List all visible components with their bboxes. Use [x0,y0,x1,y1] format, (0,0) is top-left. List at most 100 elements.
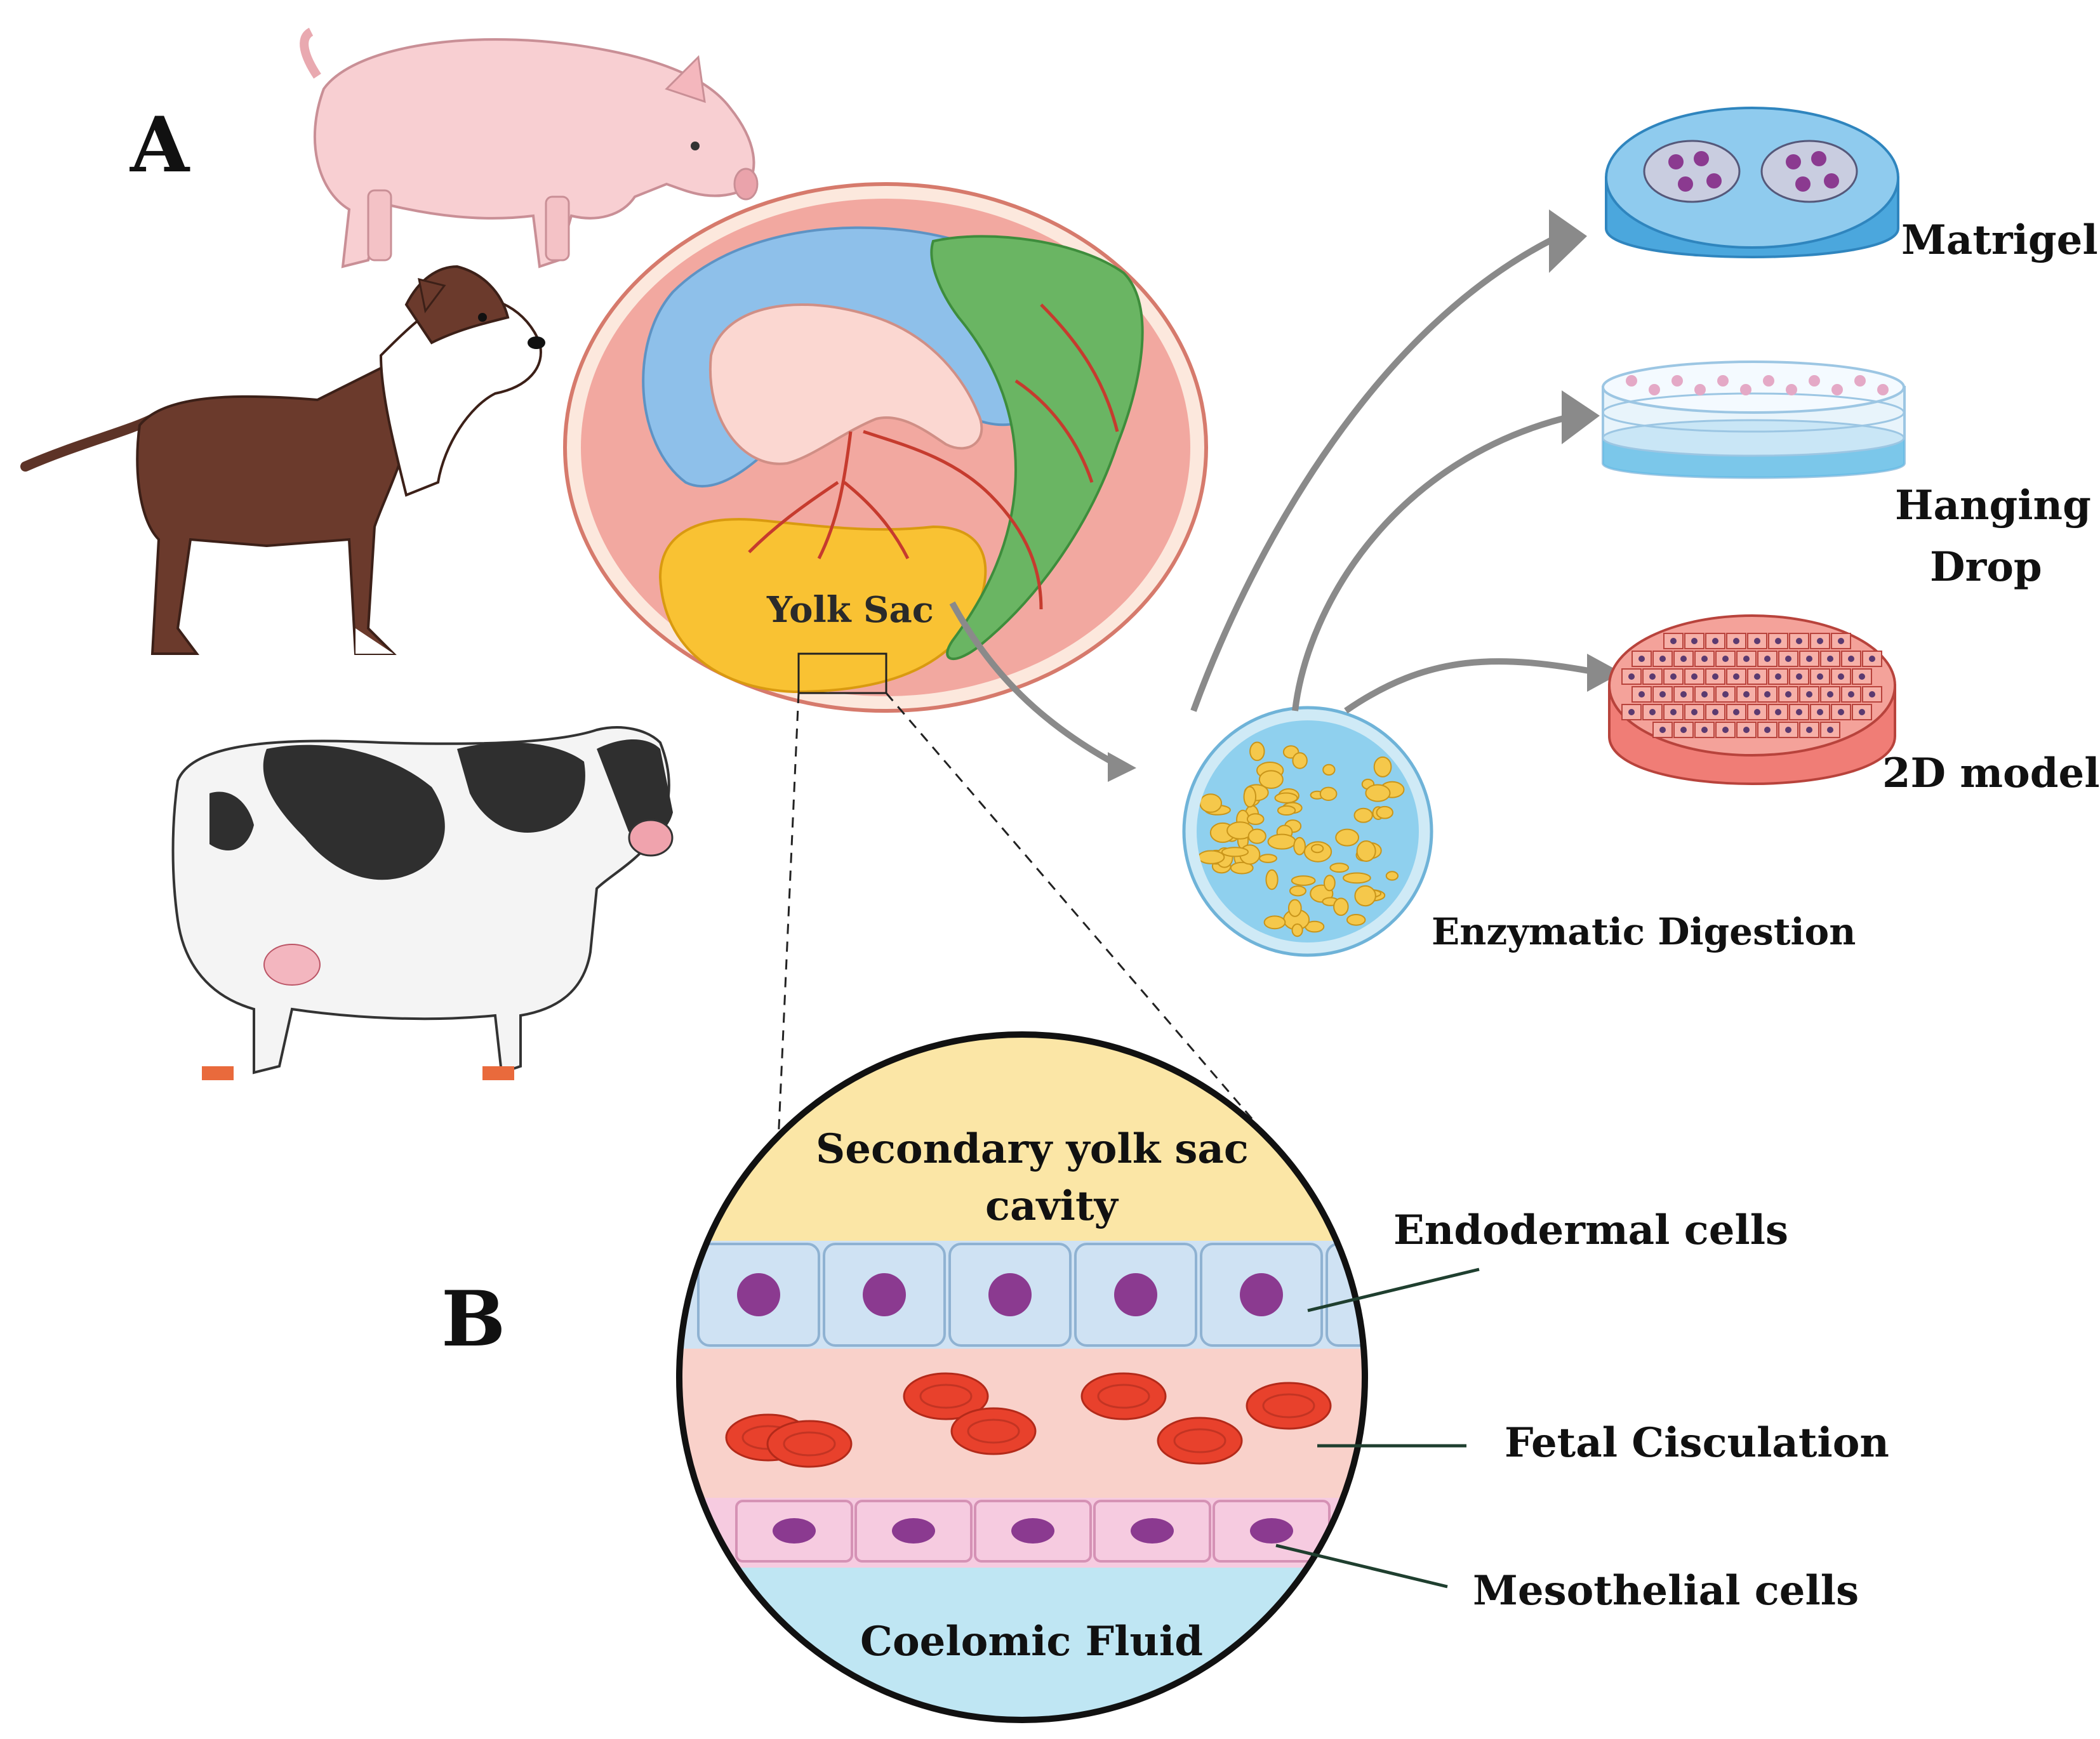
monolayer-nucleus [1838,638,1844,644]
tissue-fragment [1343,872,1371,884]
tissue-fragment [1243,786,1257,808]
monolayer-nucleus [1628,709,1635,715]
panel-label-a: A [130,100,190,190]
monolayer-cell [1631,686,1652,703]
monolayer-nucleus [1764,691,1771,698]
red-blood-cell-rim [1097,1384,1150,1409]
tissue-fragment [1346,914,1366,926]
hanging-drop-label-line2: Drop [1930,543,2042,591]
hanging-drop-label-line1: Hanging [1895,482,2091,529]
monolayer-nucleus [1733,709,1739,715]
tissue-fragment [1197,850,1225,864]
droplet [1763,375,1774,387]
monolayer-nucleus [1722,727,1729,733]
droplet [1649,384,1660,395]
monolayer-nucleus [1712,673,1718,680]
arrow-to-2d-model [1344,658,1600,714]
zoom-region-box [797,652,887,694]
monolayer-nucleus [1743,727,1750,733]
arrowhead-matrigel [1549,209,1587,273]
monolayer-nucleus [1670,709,1677,715]
monolayer-nucleus [1691,709,1698,715]
droplet [1831,384,1843,395]
tissue-fragment [1249,741,1265,762]
endodermal-nucleus [1240,1273,1283,1316]
tissue-fragment [1247,828,1266,844]
tissue-fragment [1310,843,1324,854]
monolayer-nucleus [1670,673,1677,680]
monolayer-nucleus [1806,656,1812,662]
mesothelial-label: Mesothelial cells [1473,1567,1859,1615]
tissue-fragment [1319,786,1338,802]
monolayer-nucleus [1859,673,1865,680]
monolayer-nucleus [1701,691,1708,698]
monolayer-nucleus [1827,691,1833,698]
circulation-label: Fetal Cisculation [1505,1419,1889,1467]
cavity-label-line2: cavity [985,1182,1119,1230]
arrowhead-2d-model [1587,654,1622,692]
monolayer-nucleus [1712,638,1718,644]
monolayer-nucleus [1680,656,1687,662]
monolayer-nucleus [1722,691,1729,698]
cow-illustration [171,726,674,1080]
tissue-fragment [1277,805,1296,816]
monolayer-nucleus [1775,709,1781,715]
monolayer-nucleus [1659,727,1666,733]
2d-model-label: 2D model [1882,750,2100,797]
matrigel-dish [1605,107,1899,258]
monolayer-nucleus [1848,656,1854,662]
organoid-cluster-left [1643,140,1741,203]
red-blood-cell [1080,1372,1167,1420]
monolayer-cell [1673,651,1694,667]
arrow-to-matrigel [1190,232,1564,712]
monolayer-cell [1820,722,1840,738]
arrow-to-digestion [949,601,1119,768]
tissue-fragment [1259,854,1277,863]
monolayer-cell [1736,722,1757,738]
panel-label-b: B [441,1274,505,1364]
monolayer-nucleus [1869,691,1875,698]
tissue-fragment [1356,840,1376,862]
monolayer-nucleus [1796,673,1802,680]
mesothelial-nucleus [1250,1518,1293,1544]
monolayer-nucleus [1691,673,1698,680]
monolayer-nucleus [1638,656,1645,662]
yolk-sac-label: Yolk Sac [766,589,934,631]
tissue-fragment [1365,784,1391,802]
monolayer-nucleus [1733,673,1739,680]
monolayer-nucleus [1848,691,1854,698]
monolayer-cell [1747,704,1767,720]
monolayer-nucleus [1785,727,1791,733]
red-blood-cell [903,1372,989,1420]
tissue-fragment [1221,847,1249,857]
endodermal-nucleus [988,1273,1032,1316]
tissue-fragment [1292,752,1308,769]
tissue-fragment [1354,885,1376,907]
tissue-fragment [1291,875,1316,886]
monolayer-nucleus [1785,656,1791,662]
red-blood-cell [766,1420,853,1468]
monolayer-nucleus [1680,691,1687,698]
monolayer-nucleus [1659,691,1666,698]
monolayer-nucleus [1817,709,1823,715]
process-arrows [949,232,1600,768]
monolayer-nucleus [1806,691,1812,698]
monolayer-cell [1726,668,1746,685]
droplet [1854,375,1866,387]
blood-vessels [748,303,1119,610]
monolayer-nucleus [1859,709,1865,715]
tissue-fragment [1265,869,1279,890]
inset-outline [676,1031,1368,1723]
tissue-fragment [1373,756,1392,777]
monolayer-nucleus [1754,673,1760,680]
droplet [1626,375,1637,387]
cell-monolayer [1621,633,1882,738]
dog-illustration [20,265,545,655]
tissue-fragments [1197,741,1405,937]
tissue-fragment [1333,897,1349,916]
droplet [1717,375,1729,387]
monolayer-nucleus [1754,638,1760,644]
monolayer-nucleus [1827,727,1833,733]
tissue-fragment [1258,770,1284,789]
cavity-label-line1: Secondary yolk sac [816,1125,1249,1173]
